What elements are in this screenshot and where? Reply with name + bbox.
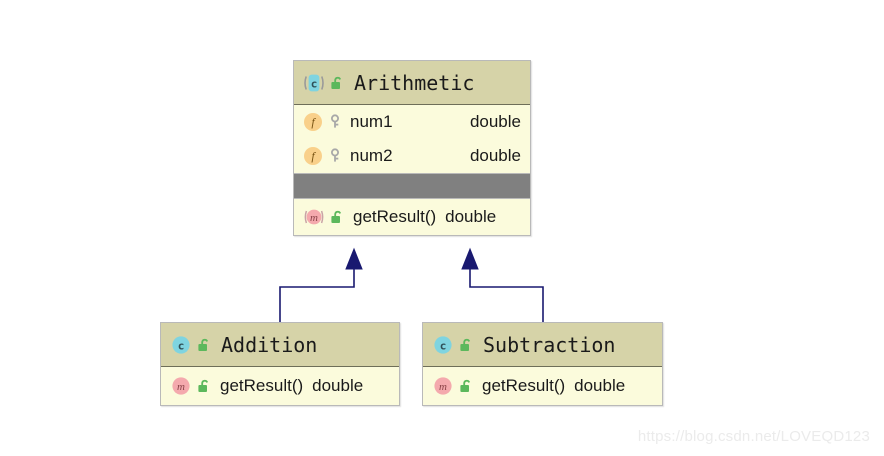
svg-text:c: c xyxy=(440,339,447,352)
method-type: double xyxy=(574,376,626,395)
methods-compartment-arithmetic: m getResult() double xyxy=(294,199,530,235)
svg-text:m: m xyxy=(439,381,447,393)
class-name-arithmetic: Arithmetic xyxy=(354,70,475,95)
field-name: num1 xyxy=(350,112,393,131)
methods-compartment-subtraction: m getResult() double xyxy=(423,367,662,405)
method-icon: m xyxy=(170,375,192,397)
unlock-icon xyxy=(196,337,212,353)
compartment-separator xyxy=(294,173,530,199)
svg-text:f: f xyxy=(311,115,316,129)
svg-text:c: c xyxy=(178,339,185,352)
class-name-subtraction: Subtraction xyxy=(483,332,616,357)
edge-subtraction-to-arithmetic xyxy=(461,247,544,322)
class-box-addition[interactable]: c Addition m xyxy=(160,322,400,406)
method-icon: m xyxy=(303,206,325,228)
method-icon: m xyxy=(432,375,454,397)
class-header-subtraction: c Subtraction xyxy=(423,323,662,367)
class-icon: c xyxy=(432,334,454,356)
svg-text:m: m xyxy=(177,381,185,393)
class-box-arithmetic[interactable]: c Arithmetic f xyxy=(293,60,531,236)
fields-compartment-arithmetic: f num1 double f xyxy=(294,105,530,173)
unlock-icon xyxy=(196,378,212,394)
edge-addition-to-arithmetic xyxy=(279,247,363,322)
key-icon xyxy=(328,114,342,130)
key-icon xyxy=(328,148,342,164)
field-row-num2[interactable]: f num2 double xyxy=(294,139,530,173)
watermark-text: https://blog.csdn.net/LOVEQD123 xyxy=(637,428,870,445)
svg-text:m: m xyxy=(310,212,318,224)
field-name: num2 xyxy=(350,146,393,165)
field-row-num1[interactable]: f num1 double xyxy=(294,105,530,139)
unlock-icon xyxy=(458,378,474,394)
field-icon: f xyxy=(303,146,323,166)
method-row-getresult[interactable]: m getResult() double xyxy=(423,367,662,405)
method-row-getresult[interactable]: m getResult() double xyxy=(161,367,399,405)
method-name: getResult() xyxy=(482,376,566,395)
method-name: getResult() xyxy=(353,207,437,226)
class-header-addition: c Addition xyxy=(161,323,399,367)
method-type: double xyxy=(312,376,364,395)
class-header-arithmetic: c Arithmetic xyxy=(294,61,530,105)
method-type: double xyxy=(445,207,497,226)
field-type: double xyxy=(469,146,521,165)
class-abstract-icon: c xyxy=(303,72,325,94)
class-name-addition: Addition xyxy=(221,332,318,357)
class-icon: c xyxy=(170,334,192,356)
field-type: double xyxy=(469,112,521,131)
unlock-icon xyxy=(458,337,474,353)
svg-text:c: c xyxy=(311,77,318,90)
unlock-icon xyxy=(329,75,345,91)
unlock-icon xyxy=(329,209,345,225)
method-name: getResult() xyxy=(220,376,304,395)
methods-compartment-addition: m getResult() double xyxy=(161,367,399,405)
svg-text:f: f xyxy=(311,149,316,163)
method-row-getresult[interactable]: m getResult() double xyxy=(294,199,530,235)
field-icon: f xyxy=(303,112,323,132)
class-box-subtraction[interactable]: c Subtraction m xyxy=(422,322,663,406)
